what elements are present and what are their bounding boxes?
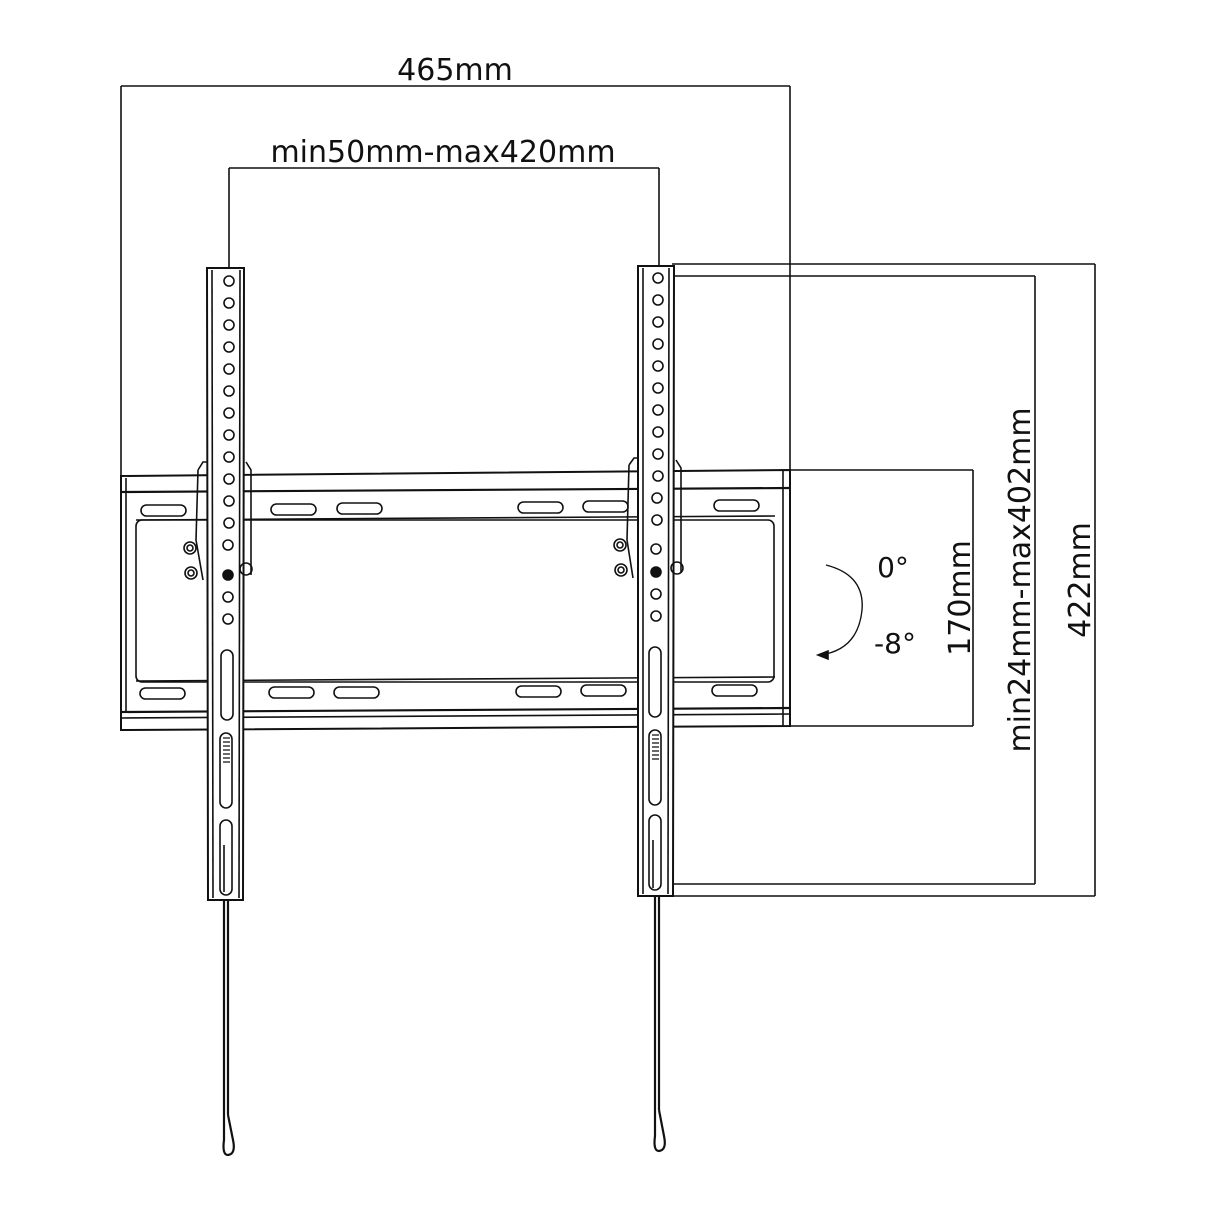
arm-spacing-label: min50mm-max420mm bbox=[270, 135, 615, 170]
left-arm bbox=[183, 267, 253, 1157]
dim-plate-height bbox=[790, 469, 974, 727]
overall-width-label: 465mm bbox=[397, 53, 513, 88]
tilt-min-label: -8° bbox=[874, 627, 916, 660]
dim-overall-width bbox=[120, 85, 791, 475]
dim-arm-spacing bbox=[228, 167, 660, 276]
plate-height-label: 170mm bbox=[943, 540, 978, 656]
tilt-arc-arrow-icon bbox=[815, 564, 863, 661]
arm-height-label: 422mm bbox=[1063, 522, 1098, 638]
dim-hole-range bbox=[662, 275, 1036, 885]
dim-arm-height bbox=[672, 263, 1096, 897]
right-arm bbox=[613, 265, 684, 1153]
hole-range-label: min24mm-max402mm bbox=[1003, 407, 1038, 752]
tilt-max-label: 0° bbox=[877, 551, 909, 584]
